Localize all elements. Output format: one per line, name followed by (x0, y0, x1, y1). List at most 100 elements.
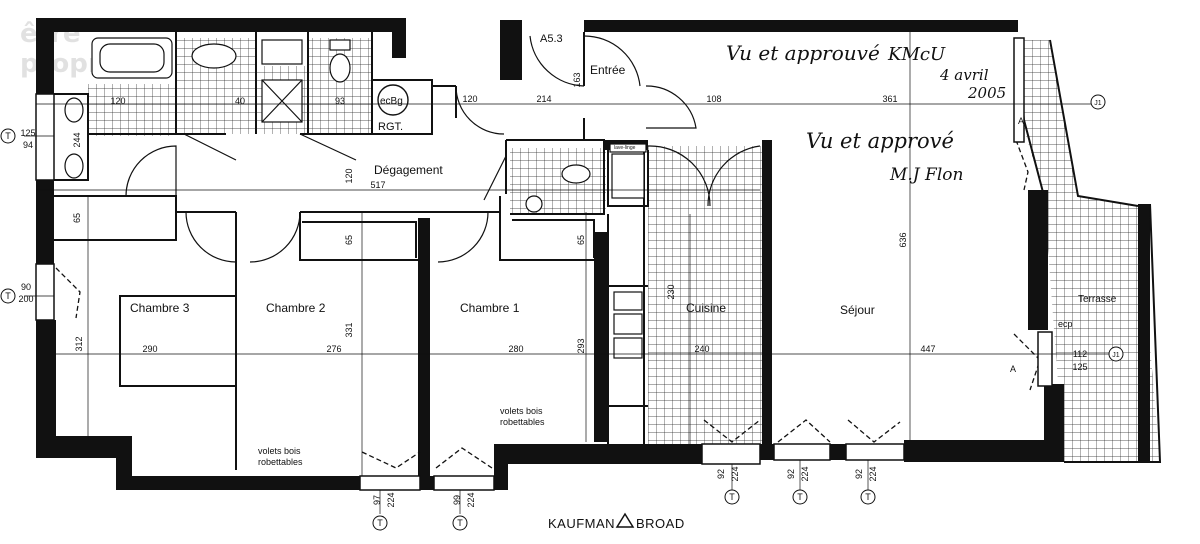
wall-bottom-3 (494, 444, 702, 464)
handwritten-approvals: Vu et approuvé KMcU 4 avril 2005 Vu et a… (726, 41, 1006, 185)
window-ch2 (361, 451, 421, 469)
toilet-tank-icon (329, 39, 351, 51)
boiler-label: ecBg (380, 96, 403, 107)
room-chambre1: Chambre 1 (460, 301, 520, 315)
door-leaf-wc2 (483, 155, 507, 201)
frame-sejour-north (1013, 37, 1025, 143)
t-marker-left-1-label: T (5, 131, 11, 141)
dim-293: 293 (576, 338, 586, 353)
wall-top-left (36, 18, 406, 32)
brand-logo: KAUFMAN BROAD (548, 512, 684, 531)
kitchen-sink-1-icon (613, 313, 643, 335)
bathtub-basin-icon (99, 43, 165, 73)
cabinet-icon (261, 39, 303, 65)
door-swing-ch1 (437, 211, 489, 263)
t-marker-3-label: T (729, 492, 735, 502)
dim-90-left: 90 (21, 282, 31, 292)
dim-99-ch1: 99 (452, 495, 462, 505)
dim-361: 361 (882, 94, 897, 104)
door-swing-entree-left (529, 35, 585, 87)
section-a-bottom: A (1010, 364, 1016, 374)
dim-224-kitchen: 224 (730, 466, 740, 481)
j-marker-top-icon (1090, 94, 1106, 110)
volets-ch1-line1: volets bois (500, 406, 543, 416)
vanity-sink-bottom-icon (64, 153, 84, 179)
washer-icon (609, 143, 647, 153)
wall-bottom-pier1 (420, 476, 434, 490)
dim-224-ch2: 224 (386, 492, 396, 507)
window-swings (55, 139, 1041, 469)
dim-224-sejour2: 224 (868, 466, 878, 481)
door-swing-entree-right (645, 85, 697, 129)
wall-column (500, 20, 522, 80)
kitchen-sink-2-icon (613, 337, 643, 359)
partition-closet2 (299, 212, 418, 261)
t-marker-left-2-icon (0, 288, 16, 304)
partition-closet3 (54, 195, 177, 241)
dim-447: 447 (920, 344, 935, 354)
dim-92-sejour2: 92 (854, 469, 864, 479)
dim-92-sejour1: 92 (786, 469, 796, 479)
toilet2-bowl-icon (525, 195, 543, 213)
toilet2-icon (561, 164, 591, 184)
annotations: volets bois robettables volets bois robe… (258, 116, 1024, 467)
wall-ch1-ch2 (418, 218, 430, 478)
initials-1: KMcU (887, 44, 946, 65)
dim-290: 290 (142, 344, 157, 354)
t-marker-5-label: T (865, 492, 871, 502)
door-swing-bath (125, 145, 177, 197)
dim-line-left-ticks (24, 135, 54, 297)
dim-276: 276 (326, 344, 341, 354)
t-marker-left-1-icon (0, 128, 16, 144)
t-marker-2-label: T (457, 518, 463, 528)
door-swing-entree-mid (583, 35, 641, 87)
partition-corridor (175, 196, 501, 213)
cooktop-icon (613, 291, 643, 311)
window-sejour-1 (777, 419, 831, 443)
room-chambre2: Chambre 2 (266, 301, 326, 315)
room-labels: A5.3 Entrée Dégagement Chambre 3 Chambre… (130, 33, 1117, 329)
dim-517: 517 (370, 180, 385, 190)
window-terrace-top (1015, 139, 1029, 191)
initials-2: M.J Flon (889, 165, 963, 185)
partition-vanity (54, 93, 89, 181)
window-ch1 (435, 447, 493, 469)
t-marker-1-icon (372, 515, 388, 531)
walls (36, 18, 1150, 490)
frame-ch1 (433, 475, 495, 491)
bath-floor-tiles (88, 84, 176, 136)
shower-cross-icon (261, 79, 303, 123)
dim-line-verticals (87, 196, 691, 476)
partition-fridge (607, 150, 649, 207)
door-leafs-bath (183, 133, 357, 161)
partition-entree (432, 85, 457, 118)
dim-280: 280 (508, 344, 523, 354)
wall-kitchen-sejour (762, 140, 772, 446)
door-swing-ch2 (249, 211, 301, 263)
j-marker-top-label: J1 (1094, 100, 1102, 107)
door-swing-ch3 (185, 211, 237, 263)
room-sejour: Séjour (840, 303, 875, 317)
dim-636: 636 (898, 232, 908, 247)
frame-sejour-2 (845, 443, 905, 461)
vanity-sink-top-icon (64, 97, 84, 123)
terrace-rail-outline (1064, 203, 1162, 463)
wall-left-lower (36, 320, 56, 444)
wall-terrace-lower (1044, 384, 1064, 462)
partitions (54, 32, 1162, 470)
door-swings (125, 35, 761, 263)
dim-120-bath: 120 (110, 96, 125, 106)
dim-94-left: 94 (23, 140, 33, 150)
ecp-label: ecp (1058, 319, 1073, 329)
wall-bottom-2 (116, 476, 360, 490)
dim-312: 312 (74, 336, 84, 351)
frame-sejour-1 (773, 443, 831, 461)
dim-224-ch1: 224 (466, 492, 476, 507)
room-cuisine: Cuisine (686, 301, 726, 315)
wall-terrace-inner (1028, 190, 1048, 330)
frame-ch2 (359, 475, 421, 491)
approval-2: Vu et apprové (806, 129, 954, 153)
wall-left-mid (36, 180, 54, 264)
dim-120-entree: 120 (462, 94, 477, 104)
